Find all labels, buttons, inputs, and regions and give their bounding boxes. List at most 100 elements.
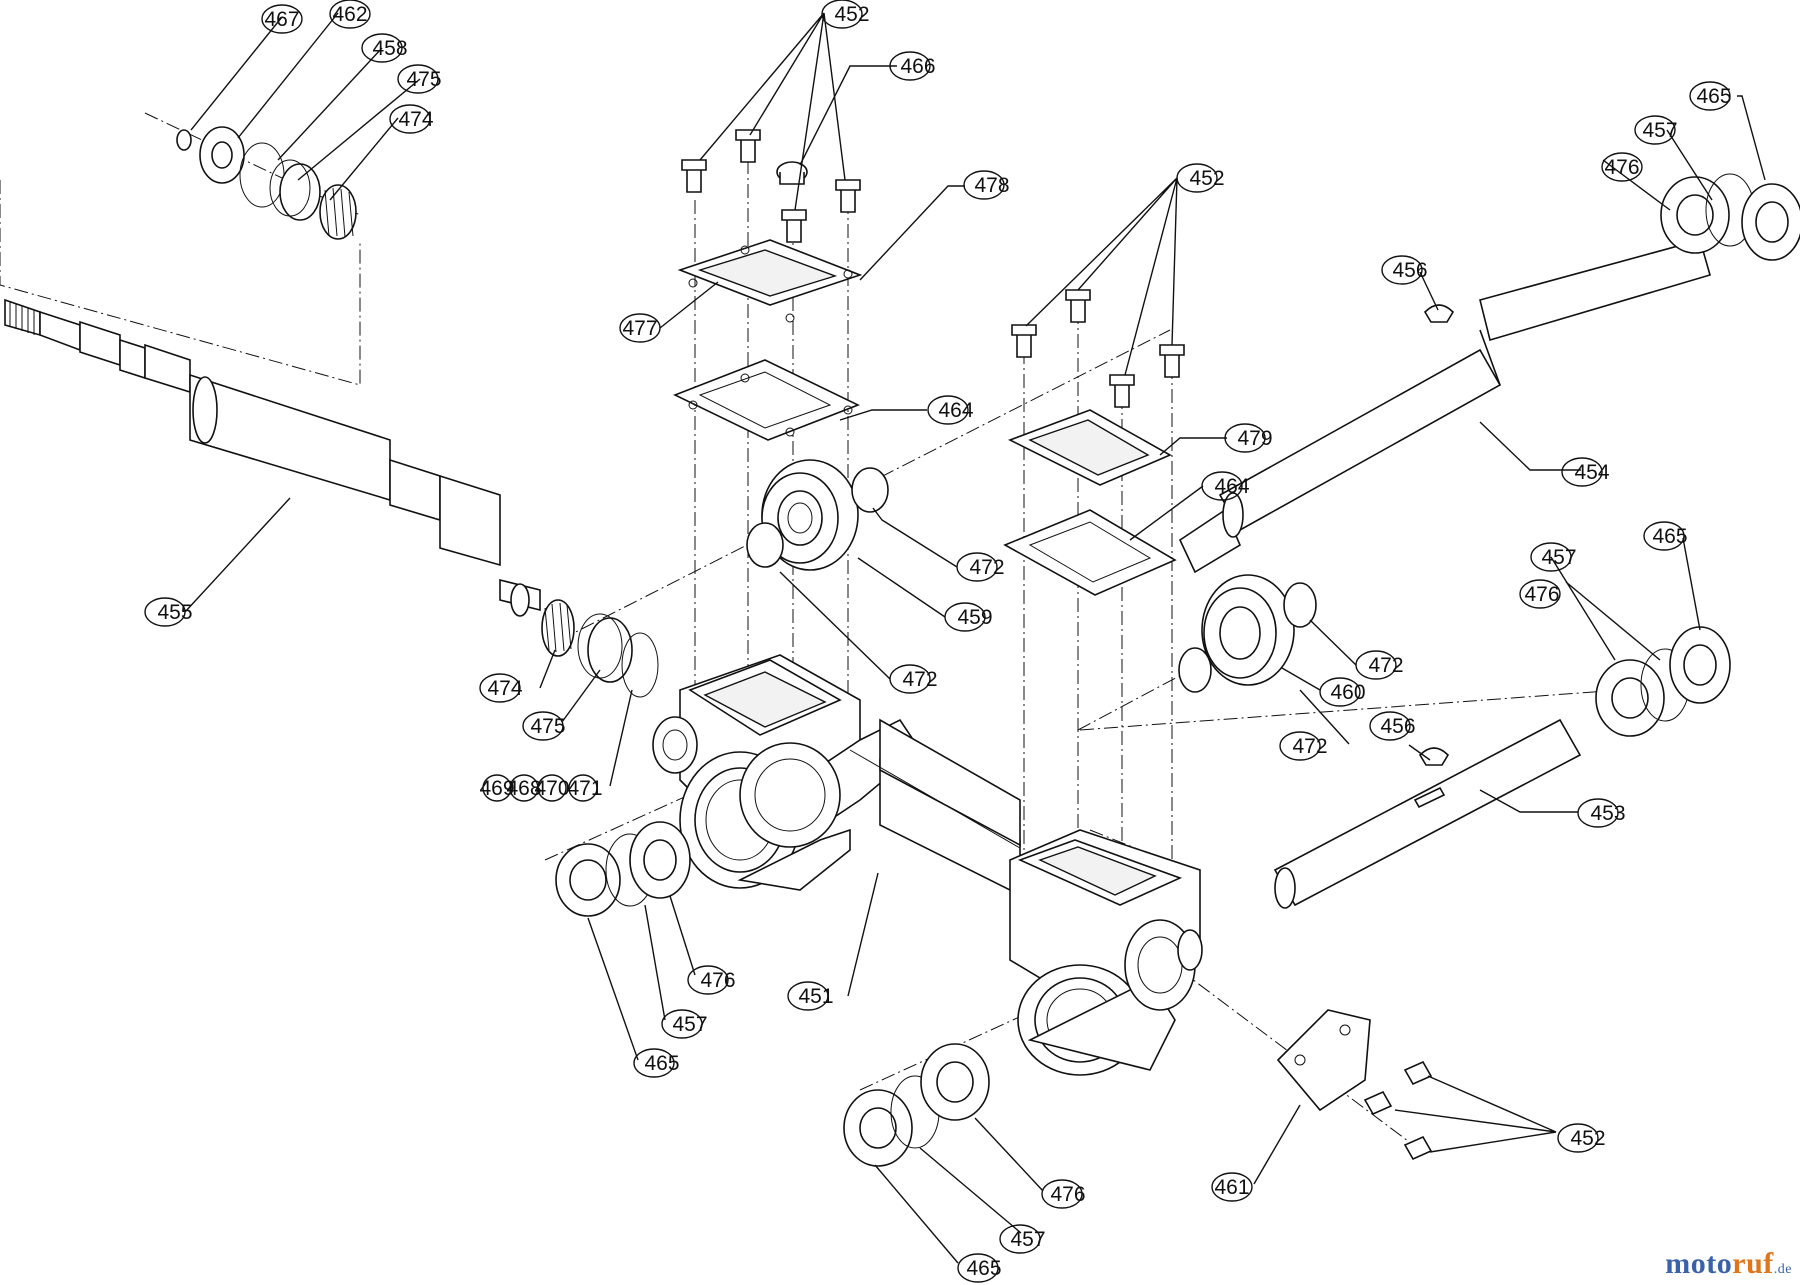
left-gearbox-housing (652, 654, 922, 891)
svg-text:478: 478 (974, 174, 1009, 197)
callout-464: 464 (927, 395, 974, 425)
svg-text:474: 474 (398, 108, 433, 131)
callout-464-b: 464 (1201, 471, 1250, 501)
svg-text:471: 471 (567, 777, 602, 800)
svg-text:457: 457 (672, 1013, 707, 1036)
callout-452: 452 (821, 0, 870, 29)
gears (746, 459, 1317, 693)
callout-465-b: 465 (1643, 521, 1688, 551)
svg-text:465: 465 (966, 1257, 1001, 1280)
svg-text:475: 475 (530, 715, 565, 738)
callout-461: 461 (1211, 1172, 1253, 1202)
callout-457-b: 457 (1530, 542, 1577, 572)
svg-text:467: 467 (264, 8, 299, 31)
callout-457-c: 457 (661, 1009, 708, 1039)
svg-text:456: 456 (1392, 259, 1427, 282)
left-bearing-set (541, 599, 659, 698)
callout-475: 475 (397, 64, 442, 94)
svg-text:474: 474 (487, 677, 522, 700)
callout-451: 451 (787, 981, 834, 1011)
callout-467: 467 (261, 4, 303, 34)
callout-labels: 467 462 458 475 474 452 466 478 477 464 … (144, 0, 1732, 1283)
svg-text:476: 476 (1524, 583, 1559, 606)
callout-478: 478 (963, 170, 1010, 200)
callout-476-c: 476 (687, 965, 736, 995)
right-gearbox-housing (1009, 829, 1203, 1076)
svg-text:468: 468 (506, 777, 541, 800)
svg-text:472: 472 (1292, 735, 1327, 758)
svg-text:461: 461 (1214, 1176, 1249, 1199)
callout-471: 471 (567, 774, 603, 802)
upper-right-bearing-set (1660, 173, 1800, 261)
svg-text:452: 452 (834, 3, 869, 26)
callout-466: 466 (889, 51, 936, 81)
callout-457: 457 (1634, 115, 1678, 145)
svg-text:472: 472 (902, 668, 937, 691)
svg-text:476: 476 (1050, 1183, 1085, 1206)
svg-text:460: 460 (1330, 681, 1365, 704)
callout-474: 474 (389, 104, 434, 134)
callout-456-b: 456 (1369, 711, 1416, 741)
callout-476: 476 (1601, 152, 1643, 182)
right-shaft-454 (1178, 239, 1711, 574)
callout-477: 477 (619, 313, 661, 343)
keys-456 (1418, 304, 1455, 766)
svg-text:454: 454 (1574, 461, 1609, 484)
svg-text:475: 475 (406, 68, 441, 91)
input-shaft-455 (4, 298, 541, 617)
svg-text:462: 462 (332, 3, 367, 26)
svg-text:465: 465 (1652, 525, 1687, 548)
lower-left-bearing-set (555, 821, 691, 917)
callout-479: 479 (1224, 423, 1273, 453)
callout-472-b: 472 (889, 664, 938, 694)
callout-452-c: 452 (1557, 1123, 1606, 1153)
svg-text:470: 470 (534, 777, 569, 800)
svg-text:469: 469 (479, 777, 514, 800)
svg-text:452: 452 (1189, 167, 1224, 190)
callout-454: 454 (1561, 457, 1610, 487)
left-cover-plates (672, 129, 863, 441)
svg-text:477: 477 (622, 317, 657, 340)
callout-476-d: 476 (1041, 1179, 1086, 1209)
svg-text:472: 472 (1368, 654, 1403, 677)
right-shaft-453 (1273, 718, 1582, 909)
callout-472: 472 (956, 552, 1005, 582)
axle-tube-451 (849, 718, 1021, 897)
callout-472-c: 472 (1355, 650, 1404, 680)
callout-470: 470 (534, 774, 570, 802)
svg-text:456: 456 (1380, 715, 1415, 738)
parts-top-left (176, 126, 357, 240)
svg-text:476: 476 (700, 969, 735, 992)
motoruf-watermark: motoruf.de (1665, 1247, 1792, 1280)
svg-text:476: 476 (1604, 156, 1639, 179)
svg-text:459: 459 (957, 606, 992, 629)
svg-text:451: 451 (798, 985, 833, 1008)
svg-text:457: 457 (1541, 546, 1576, 569)
svg-text:452: 452 (1570, 1127, 1605, 1150)
lower-right-bearing-set (1595, 626, 1731, 737)
callout-458: 458 (361, 33, 408, 63)
callout-465-c: 465 (633, 1048, 680, 1078)
bottom-bearing-set (843, 1043, 990, 1167)
right-cover-plates (1003, 289, 1185, 596)
svg-text:465: 465 (644, 1052, 679, 1075)
callout-474-b: 474 (479, 673, 523, 703)
svg-text:457: 457 (1642, 119, 1677, 142)
svg-text:453: 453 (1590, 802, 1625, 825)
svg-text:457: 457 (1010, 1228, 1045, 1251)
svg-text:458: 458 (372, 37, 407, 60)
callout-457-d: 457 (999, 1224, 1046, 1254)
svg-text:466: 466 (900, 55, 935, 78)
svg-text:472: 472 (969, 556, 1004, 579)
callout-459: 459 (944, 602, 993, 632)
callout-476-b: 476 (1519, 579, 1561, 609)
callout-462: 462 (329, 0, 371, 29)
callout-472-d: 472 (1279, 731, 1328, 761)
callout-456: 456 (1381, 255, 1428, 285)
callout-465-d: 465 (957, 1253, 1002, 1283)
leader-lines (184, 12, 1766, 1264)
callout-469: 469 (479, 774, 515, 802)
svg-text:479: 479 (1237, 427, 1272, 450)
end-cover-461 (1276, 1009, 1433, 1161)
